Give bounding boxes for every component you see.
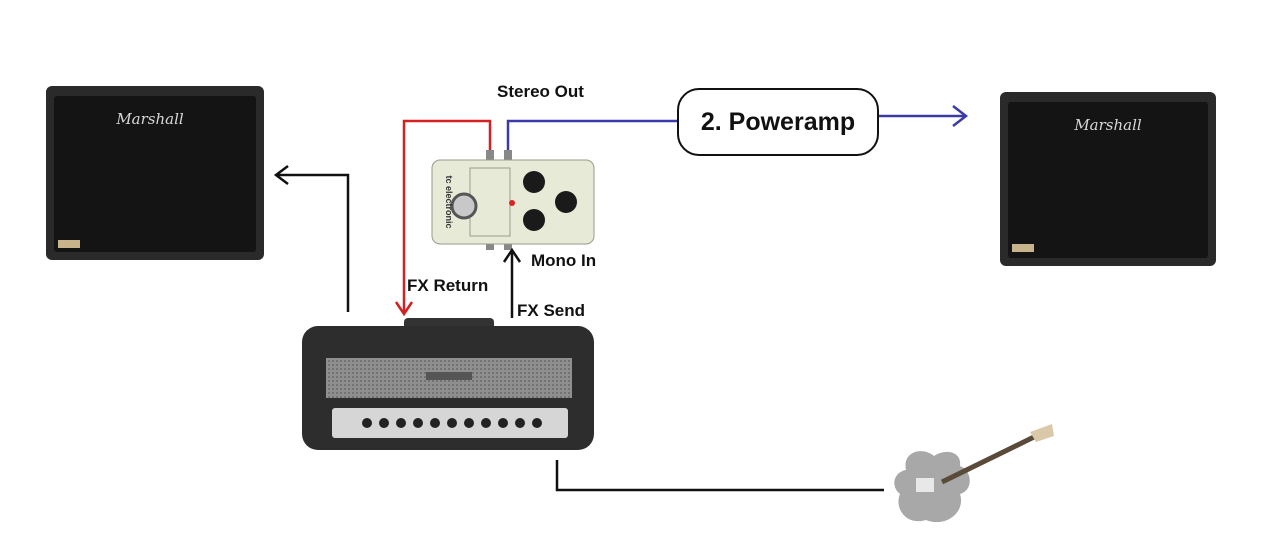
mono-in-label: Mono In <box>531 251 597 270</box>
fx-return-cable <box>402 119 492 312</box>
effects-pedal-icon: tc electronic <box>431 150 595 250</box>
left-cabinet-arrowhead <box>273 165 289 185</box>
fx-return-label: FX Return <box>407 276 489 295</box>
right-speaker-cabinet-icon: Marshall <box>1000 92 1216 266</box>
right-cabinet-arrowhead <box>952 105 969 127</box>
left-speaker-cabinet-icon: Marshall <box>46 86 264 260</box>
pedal-brand: tc electronic <box>444 175 454 228</box>
guitar-amp-head-icon <box>302 318 594 450</box>
guitar-input-cable <box>555 460 884 492</box>
stereo-out-label: Stereo Out <box>497 82 584 101</box>
fx-send-label: FX Send <box>517 301 586 320</box>
right-cabinet-logo: Marshall <box>1073 116 1142 134</box>
signal-cables <box>273 105 969 492</box>
electric-guitar-icon <box>894 424 1054 523</box>
poweramp-box: 2. Poweramp <box>677 88 879 156</box>
poweramp-label: 2. Poweramp <box>700 107 856 136</box>
amp-to-left-cabinet-cable <box>278 173 350 312</box>
left-cabinet-logo: Marshall <box>115 110 184 128</box>
stereo-out-cable <box>506 119 677 150</box>
fx-send-arrowhead <box>502 247 522 263</box>
fx-return-arrowhead <box>394 301 414 317</box>
